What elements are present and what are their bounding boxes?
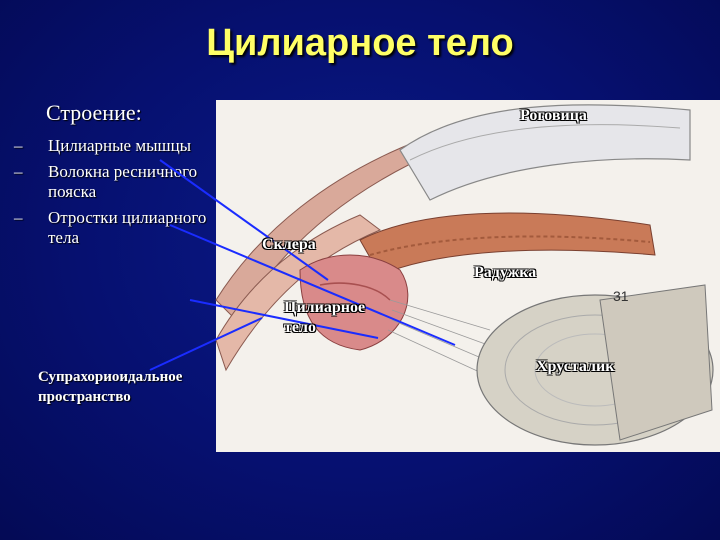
iris-band bbox=[359, 212, 656, 276]
label-lens: Хрусталик bbox=[536, 358, 615, 375]
zonule-fibers bbox=[387, 299, 491, 376]
figure-number: 31 bbox=[613, 288, 629, 304]
label-sclera: Склера bbox=[262, 236, 316, 253]
structure-heading: Строение: bbox=[46, 100, 142, 125]
pointer-ciliary-muscles bbox=[159, 159, 329, 281]
pointer-suprachoroidal bbox=[149, 317, 263, 371]
cornea-shape bbox=[399, 104, 691, 201]
ciliary-process-line bbox=[319, 282, 391, 301]
pointer-zonule-fibers bbox=[169, 224, 456, 346]
bullet-ciliary-processes: Отростки цилиарного тела bbox=[14, 208, 214, 248]
pointer-ciliary-processes bbox=[189, 299, 379, 339]
lens-cut-section bbox=[599, 284, 713, 441]
bullet-zonule-fibers: Волокна ресничного пояска bbox=[14, 162, 214, 202]
iris-folds bbox=[369, 235, 651, 256]
pointer-lines bbox=[149, 159, 456, 371]
label-iris: Радужка bbox=[474, 264, 537, 281]
choroid-layer bbox=[215, 214, 381, 372]
label-ciliary-body: Цилиарное тело bbox=[284, 299, 366, 336]
slide-title: Цилиарное тело bbox=[206, 22, 514, 64]
cornea-inner-line bbox=[409, 124, 681, 161]
label-cornea: Роговица bbox=[520, 107, 587, 124]
suprachoroidal-space-label: Супрахориоидальное пространство bbox=[38, 369, 183, 405]
bullet-ciliary-muscles: Цилиарные мышцы bbox=[14, 136, 214, 156]
structure-list: Цилиарные мышцы Волокна ресничного пояск… bbox=[14, 136, 214, 254]
